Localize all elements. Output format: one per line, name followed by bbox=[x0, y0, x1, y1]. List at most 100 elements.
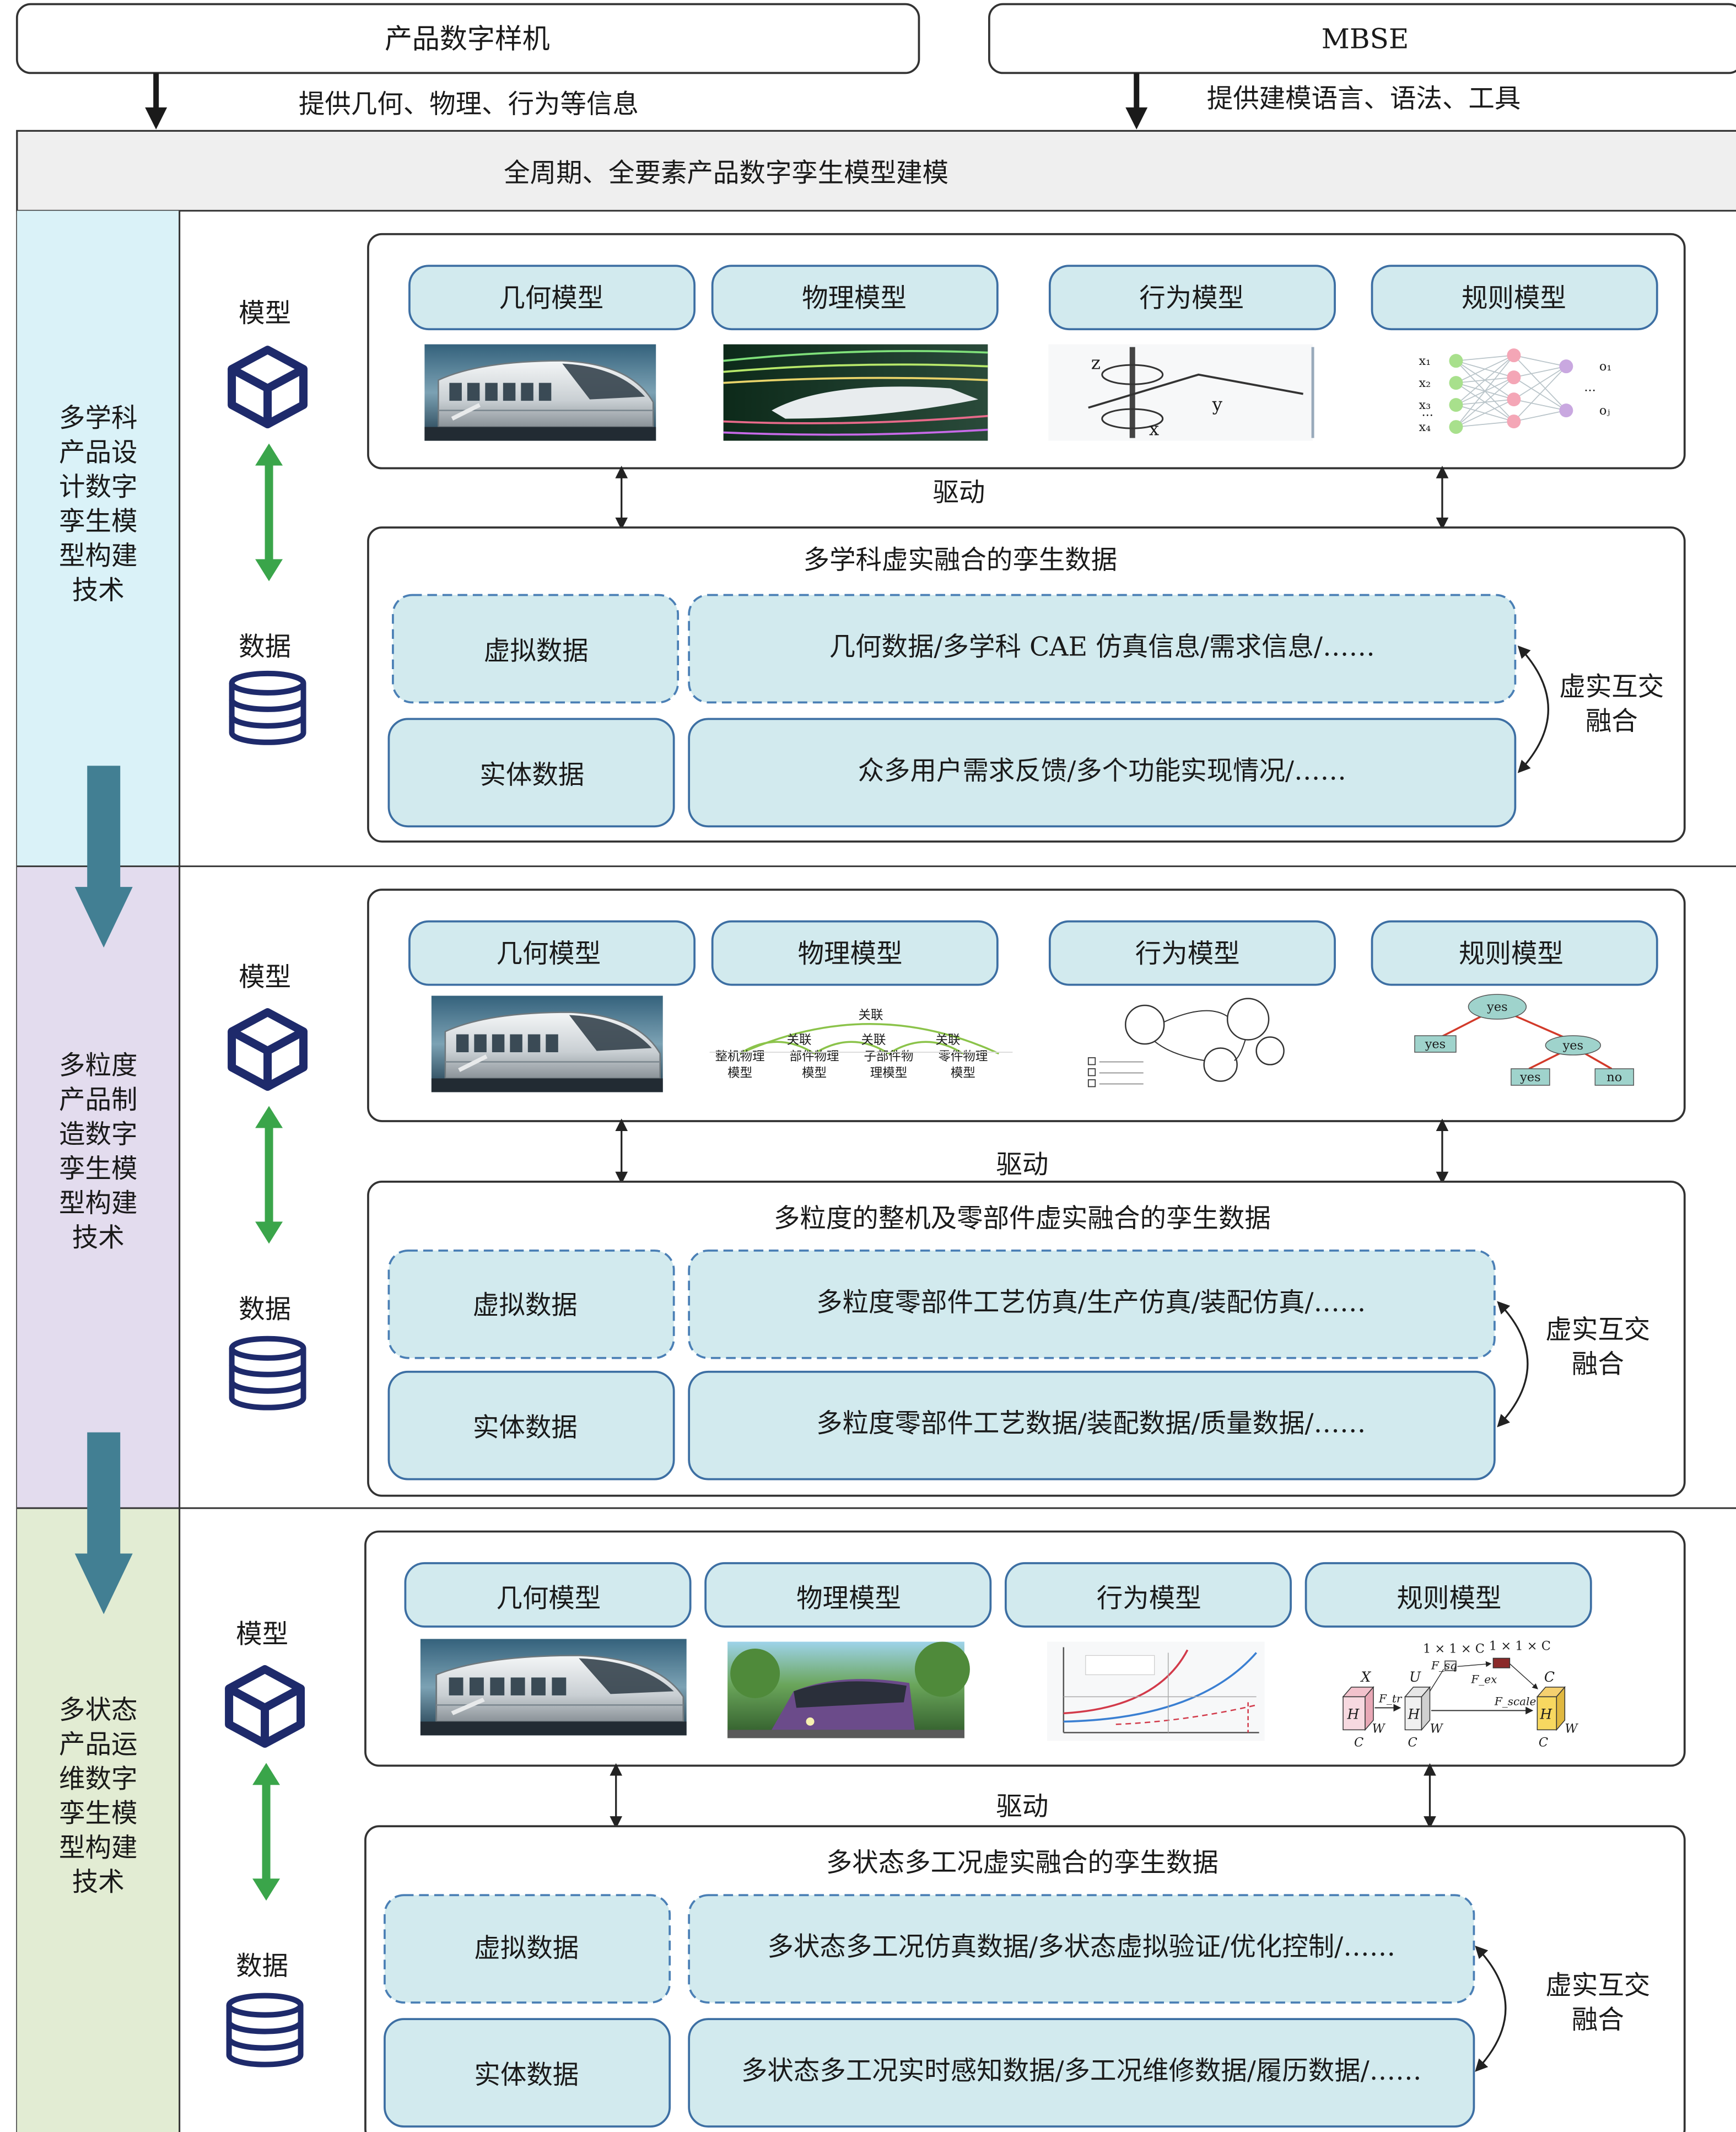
svg-text:技术: 技术 bbox=[72, 575, 125, 606]
physical-data-box-3 bbox=[384, 2018, 671, 2128]
database-icon-3 bbox=[229, 1996, 301, 2065]
svg-text:z: z bbox=[1091, 353, 1101, 374]
physical-data-detail-3 bbox=[688, 2018, 1475, 2128]
svg-text:模型: 模型 bbox=[727, 1066, 752, 1080]
svg-text:H: H bbox=[1539, 1706, 1552, 1722]
card-geometry-1 bbox=[408, 265, 696, 331]
svg-text:孪生模: 孪生模 bbox=[59, 507, 137, 537]
svg-text:虚拟数据: 虚拟数据 bbox=[473, 1290, 578, 1321]
svg-text:多粒度: 多粒度 bbox=[59, 1051, 137, 1081]
svg-text:多粒度零部件工艺数据/装配数据/质量数据/……: 多粒度零部件工艺数据/装配数据/质量数据/…… bbox=[816, 1409, 1366, 1439]
svg-text:...: ... bbox=[1421, 405, 1433, 419]
svg-text:yes: yes bbox=[1425, 1037, 1446, 1052]
svg-text:整机物理: 整机物理 bbox=[715, 1049, 765, 1064]
card-rule-2 bbox=[1371, 920, 1658, 986]
interaction-label-3b: 融合 bbox=[1572, 2005, 1624, 2036]
svg-text:关联: 关联 bbox=[935, 1033, 960, 1047]
svg-text:实体数据: 实体数据 bbox=[473, 1413, 578, 1443]
mbse-label: MBSE bbox=[1322, 23, 1409, 55]
svg-text:行为模型: 行为模型 bbox=[1097, 1584, 1201, 1614]
svg-text:子部件物: 子部件物 bbox=[864, 1049, 914, 1064]
se-block-image: X H W C F_tr U H W C 1 × 1 × C 1 × 1 × C… bbox=[1342, 1639, 1578, 1749]
model-data-arrow-icon-1 bbox=[255, 444, 283, 582]
svg-text:C: C bbox=[1408, 1735, 1417, 1749]
physical-data-box-2 bbox=[387, 1370, 675, 1480]
svg-text:几何模型: 几何模型 bbox=[496, 1584, 601, 1614]
svg-text:yes: yes bbox=[1519, 1070, 1541, 1084]
svg-text:1 × 1 × C: 1 × 1 × C bbox=[1423, 1641, 1485, 1656]
svg-text:型构建: 型构建 bbox=[59, 541, 137, 571]
card-rule-1 bbox=[1371, 265, 1658, 331]
svg-text:维数字: 维数字 bbox=[59, 1764, 137, 1794]
svg-text:x₄: x₄ bbox=[1419, 420, 1431, 434]
drive-label-2: 驱动 bbox=[996, 1150, 1048, 1180]
svg-text:产品设: 产品设 bbox=[59, 438, 137, 468]
svg-text:虚拟数据: 虚拟数据 bbox=[484, 636, 589, 666]
svg-text:F_sq: F_sq bbox=[1431, 1659, 1457, 1672]
svg-text:oⱼ: oⱼ bbox=[1599, 403, 1610, 418]
svg-text:多状态多工况实时感知数据/多工况维修数据/履历数据/……: 多状态多工况实时感知数据/多工况维修数据/履历数据/…… bbox=[741, 2056, 1422, 2086]
svg-text:几何模型: 几何模型 bbox=[499, 283, 603, 314]
svg-text:x₃: x₃ bbox=[1419, 398, 1431, 412]
svg-text:规则模型: 规则模型 bbox=[1397, 1584, 1502, 1614]
model-label-3: 模型 bbox=[236, 1619, 288, 1650]
svg-text:关联: 关联 bbox=[787, 1033, 812, 1047]
card-physics-2 bbox=[711, 920, 999, 986]
svg-text:技术: 技术 bbox=[72, 1867, 125, 1898]
svg-text:x₁: x₁ bbox=[1419, 354, 1431, 368]
svg-text:多状态多工况仿真数据/多状态虚拟验证/优化控制/……: 多状态多工况仿真数据/多状态虚拟验证/优化控制/…… bbox=[767, 1932, 1395, 1962]
train-geometry-image-1 bbox=[424, 344, 656, 441]
svg-text:几何模型: 几何模型 bbox=[496, 939, 601, 970]
svg-text:H: H bbox=[1407, 1706, 1420, 1722]
svg-text:H: H bbox=[1347, 1706, 1360, 1722]
database-icon-2 bbox=[232, 1339, 304, 1408]
physical-data-detail-2 bbox=[688, 1370, 1496, 1480]
svg-text:关联: 关联 bbox=[861, 1033, 886, 1047]
physical-data-detail-1 bbox=[688, 718, 1517, 828]
svg-text:模型: 模型 bbox=[802, 1066, 827, 1080]
behavior-state-diagram bbox=[1087, 998, 1285, 1087]
svg-text:物理模型: 物理模型 bbox=[802, 283, 907, 314]
behavior-curves-image bbox=[1047, 1641, 1265, 1741]
train-geometry-image-2 bbox=[432, 996, 663, 1092]
header-title: 全周期、全要素产品数字孪生模型建模 bbox=[504, 158, 948, 189]
svg-text:孪生模: 孪生模 bbox=[59, 1154, 137, 1184]
svg-text:众多用户需求反馈/多个功能实现情况/……: 众多用户需求反馈/多个功能实现情况/…… bbox=[858, 756, 1346, 786]
virtual-data-box-2 bbox=[387, 1249, 675, 1359]
svg-text:理模型: 理模型 bbox=[870, 1066, 907, 1080]
side-text-operation: 多状态 产品运 维数字 孪生模 型构建 技术 bbox=[59, 1695, 137, 1897]
physical-data-box-1 bbox=[387, 718, 675, 828]
stage-arrow-2 bbox=[74, 1432, 133, 1614]
svg-text:W: W bbox=[1565, 1721, 1578, 1736]
model-data-arrow-icon-2 bbox=[255, 1106, 283, 1243]
svg-text:计数字: 计数字 bbox=[59, 472, 137, 503]
interaction-arrow-1 bbox=[1517, 645, 1549, 773]
database-icon-1 bbox=[232, 674, 304, 742]
product-digital-prototype-label: 产品数字样机 bbox=[385, 23, 550, 55]
svg-text:产品制: 产品制 bbox=[59, 1085, 137, 1115]
card-physics-1 bbox=[711, 265, 999, 331]
svg-text:物理模型: 物理模型 bbox=[796, 1584, 901, 1614]
card-behavior-3 bbox=[1004, 1562, 1292, 1628]
svg-text:零件物理: 零件物理 bbox=[938, 1049, 988, 1064]
side-text-design: 多学科 产品设 计数字 孪生模 型构建 技术 bbox=[59, 403, 137, 606]
svg-text:几何数据/多学科 CAE 仿真信息/需求信息/……: 几何数据/多学科 CAE 仿真信息/需求信息/…… bbox=[829, 632, 1375, 662]
model-cube-icon-2 bbox=[232, 1013, 304, 1087]
svg-text:yes: yes bbox=[1486, 1000, 1508, 1014]
model-cube-icon-1 bbox=[232, 350, 304, 424]
card-behavior-2 bbox=[1048, 920, 1336, 986]
svg-text:F_tr: F_tr bbox=[1378, 1692, 1403, 1705]
svg-text:C: C bbox=[1539, 1735, 1548, 1749]
model-label-2: 模型 bbox=[239, 962, 291, 993]
svg-text:虚拟数据: 虚拟数据 bbox=[474, 1934, 579, 1964]
model-label-1: 模型 bbox=[239, 299, 291, 329]
mbse-box bbox=[988, 3, 1736, 74]
behavior-axes-image: z y x bbox=[1048, 344, 1314, 441]
svg-text:模型: 模型 bbox=[951, 1066, 975, 1080]
svg-text:W: W bbox=[1430, 1721, 1443, 1736]
interaction-label-2b: 融合 bbox=[1572, 1349, 1624, 1380]
data-label-2: 数据 bbox=[239, 1294, 291, 1325]
side-band-operation bbox=[17, 1508, 180, 2132]
side-text-manufacturing: 多粒度 产品制 造数字 孪生模 型构建 技术 bbox=[59, 1051, 137, 1253]
interaction-label-3a: 虚实互交 bbox=[1545, 1971, 1650, 2001]
